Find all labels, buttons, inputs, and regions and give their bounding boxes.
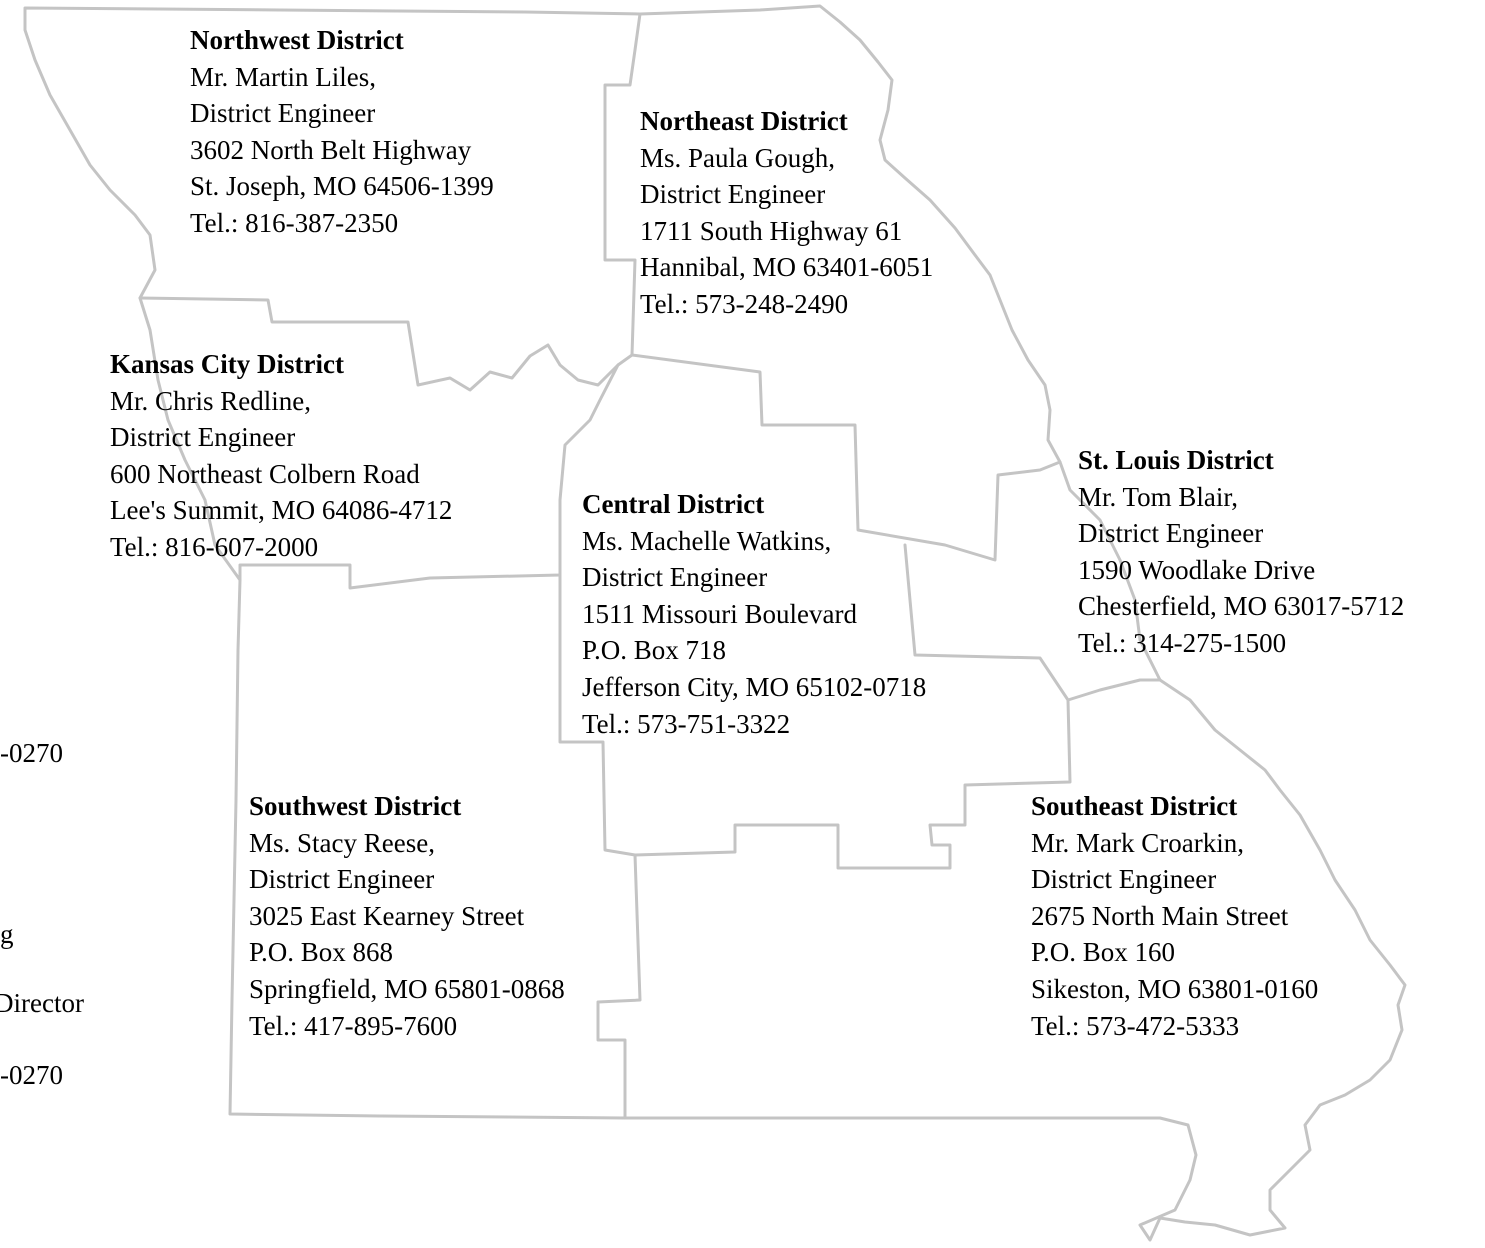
left-fragment-4: -0270 xyxy=(0,1060,63,1090)
district-title: District Engineer xyxy=(110,422,296,453)
left-fragment-3: Director xyxy=(0,988,84,1018)
district-city: Hannibal, MO 63401-6051 xyxy=(640,252,934,283)
district-tel: Tel.: 573-472-5333 xyxy=(1031,1010,1240,1041)
district-contact: Mr. Tom Blair, xyxy=(1078,481,1239,512)
district-po-box: P.O. Box 160 xyxy=(1031,937,1176,968)
northeast-district-info: Northeast District Ms. Paula Gough, Dist… xyxy=(640,103,933,323)
district-address: 2675 North Main Street xyxy=(1031,900,1289,931)
district-contact: Mr. Chris Redline, xyxy=(110,385,311,416)
district-city: Jefferson City, MO 65102-0718 xyxy=(582,671,927,702)
district-address: 600 Northeast Colbern Road xyxy=(110,458,420,489)
district-address: 1590 Woodlake Drive xyxy=(1078,554,1316,585)
district-name: Southeast District xyxy=(1031,791,1238,821)
district-address: 1711 South Highway 61 xyxy=(640,215,903,246)
district-po-box: P.O. Box 718 xyxy=(582,635,727,666)
central-north-boundary xyxy=(630,353,1062,562)
district-name: Northeast District xyxy=(640,106,848,136)
district-tel: Tel.: 816-607-2000 xyxy=(110,531,319,562)
district-city: St. Joseph, MO 64506-1399 xyxy=(190,171,494,202)
district-title: District Engineer xyxy=(1078,518,1264,549)
district-contact: Ms. Paula Gough, xyxy=(640,142,835,173)
st-louis-district-info: St. Louis District Mr. Tom Blair, Distri… xyxy=(1078,442,1404,662)
district-contact: Ms. Machelle Watkins, xyxy=(582,525,832,556)
district-tel: Tel.: 573-751-3322 xyxy=(582,708,791,739)
southeast-district-info: Southeast District Mr. Mark Croarkin, Di… xyxy=(1031,788,1318,1044)
state-outline xyxy=(23,4,1407,1242)
district-name: Southwest District xyxy=(249,791,462,821)
district-address: 3602 North Belt Highway xyxy=(190,134,472,165)
district-city: Lee's Summit, MO 64086-4712 xyxy=(110,495,453,526)
northwest-district-info: Northwest District Mr. Martin Liles, Dis… xyxy=(190,22,494,242)
district-city: Chesterfield, MO 63017-5712 xyxy=(1078,591,1405,622)
left-fragment-1: -0270 xyxy=(0,738,63,768)
district-tel: Tel.: 417-895-7600 xyxy=(249,1010,458,1041)
district-po-box: P.O. Box 868 xyxy=(249,937,394,968)
stl-se-boundary xyxy=(1066,678,1162,702)
district-tel: Tel.: 816-387-2350 xyxy=(190,207,399,238)
district-title: District Engineer xyxy=(640,179,826,210)
southwest-district-info: Southwest District Ms. Stacy Reese, Dist… xyxy=(249,788,565,1044)
district-title: District Engineer xyxy=(582,562,768,593)
district-address: 3025 East Kearney Street xyxy=(249,900,525,931)
central-east-boundary xyxy=(633,543,1072,870)
district-city: Springfield, MO 65801-0868 xyxy=(249,973,565,1004)
nw-kc-boundary xyxy=(138,296,634,392)
district-name: Kansas City District xyxy=(110,349,344,379)
kansas-city-district-info: Kansas City District Mr. Chris Redline, … xyxy=(110,346,452,566)
district-contact: Ms. Stacy Reese, xyxy=(249,827,435,858)
district-address: 1511 Missouri Boulevard xyxy=(582,598,857,629)
district-name: St. Louis District xyxy=(1078,445,1274,475)
nw-ne-boundary xyxy=(603,12,642,357)
central-district-info: Central District Ms. Machelle Watkins, D… xyxy=(582,486,926,742)
district-title: District Engineer xyxy=(249,864,435,895)
central-sw-boundary xyxy=(558,573,642,1120)
district-contact: Mr. Martin Liles, xyxy=(190,61,376,92)
district-name: Northwest District xyxy=(190,25,404,55)
district-tel: Tel.: 314-275-1500 xyxy=(1078,627,1287,658)
district-city: Sikeston, MO 63801-0160 xyxy=(1031,973,1319,1004)
district-title: District Engineer xyxy=(1031,864,1217,895)
district-name: Central District xyxy=(582,489,765,519)
district-contact: Mr. Mark Croarkin, xyxy=(1031,827,1244,858)
left-fragment-2: g xyxy=(0,919,14,949)
district-title: District Engineer xyxy=(190,98,376,129)
district-tel: Tel.: 573-248-2490 xyxy=(640,288,849,319)
